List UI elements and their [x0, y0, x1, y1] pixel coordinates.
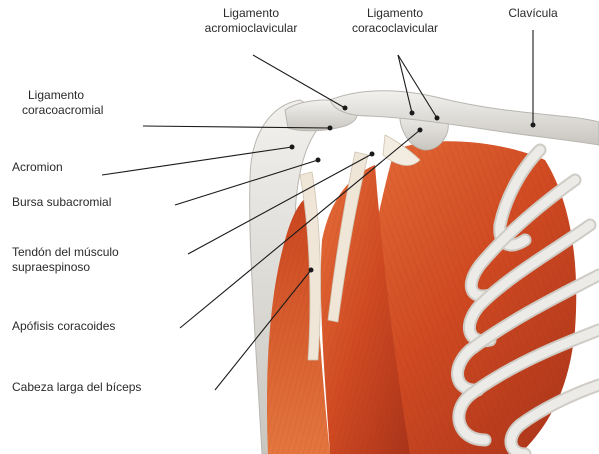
label-coracoclavicular-line1: Ligamento: [330, 6, 460, 21]
clavicle-bone: [330, 91, 599, 145]
label-biceps: Cabeza larga del bíceps: [12, 380, 141, 395]
label-coracoacromial-line1: Ligamento: [22, 88, 103, 103]
label-acromion-text: Acromion: [12, 160, 63, 175]
label-clavicula-text: Clavícula: [488, 6, 578, 21]
label-coracoacromial: Ligamento coracoacromial: [22, 88, 103, 118]
label-tendon-line2: supraespinoso: [12, 260, 119, 275]
label-clavicula: Clavícula: [488, 6, 578, 21]
label-acromioclavicular-line2: acromioclavicular: [176, 21, 326, 36]
label-apofisis: Apófisis coracoides: [12, 319, 115, 334]
label-tendon-line1: Tendón del músculo: [12, 245, 119, 260]
label-acromioclavicular-line1: Ligamento: [176, 6, 326, 21]
label-coracoclavicular: Ligamento coracoclavicular: [330, 6, 460, 36]
label-coracoclavicular-line2: coracoclavicular: [330, 21, 460, 36]
label-bursa-text: Bursa subacromial: [12, 195, 111, 210]
label-apofisis-text: Apófisis coracoides: [12, 319, 115, 334]
label-acromioclavicular: Ligamento acromioclavicular: [176, 6, 326, 36]
label-biceps-text: Cabeza larga del bíceps: [12, 380, 141, 395]
label-coracoacromial-line2: coracoacromial: [22, 103, 103, 118]
label-bursa: Bursa subacromial: [12, 195, 111, 210]
label-acromion: Acromion: [12, 160, 63, 175]
label-tendon: Tendón del músculo supraespinoso: [12, 245, 119, 275]
